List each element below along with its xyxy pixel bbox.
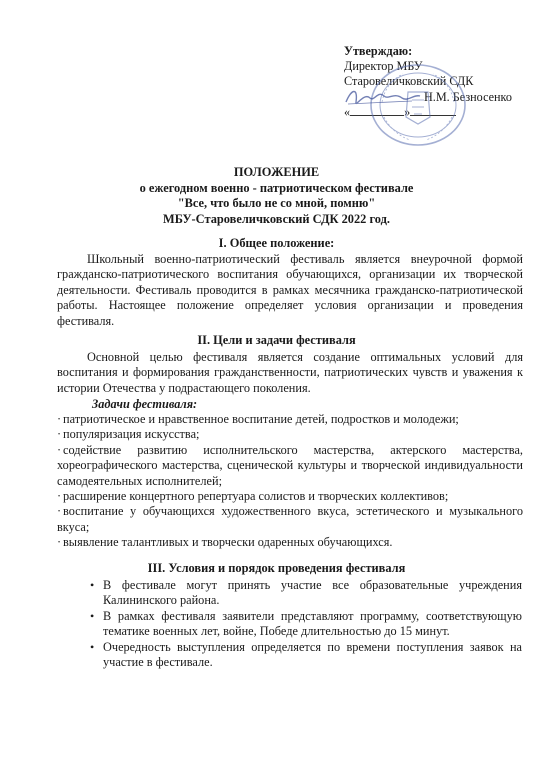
list-item: ·расширение концертного репертуара солис…	[57, 489, 449, 504]
list-item: ·популяризация искусства;	[57, 427, 200, 442]
list-item: ·выявление талантливых и творчески одаре…	[57, 535, 393, 550]
document-subtitle-2: "Все, что было не со мной, помню"	[177, 196, 376, 211]
task-text: содействие развитию исполнительского мас…	[57, 442, 523, 488]
list-item: ·воспитание у обучающихся художественног…	[57, 504, 523, 534]
section-3-title: III. Условия и порядок проведения фестив…	[147, 561, 406, 575]
section-1-title: I. Общее положение:	[218, 236, 335, 250]
bullet-icon: •	[90, 578, 95, 592]
condition-text: Очередность выступления определяется по …	[103, 639, 522, 670]
document-heading: ПОЛОЖЕНИЕ о ежегодном военно - патриотич…	[0, 165, 553, 227]
condition-text: В фестивале могут принять участие все об…	[103, 578, 522, 608]
conditions-list: • В фестивале могут принять участие все о…	[90, 578, 522, 670]
task-text: популяризация искусства;	[63, 427, 200, 442]
section-1-text: Школьный военно-патриотический фестиваль…	[57, 252, 523, 329]
section-2-paragraph: Основной целью фестиваля является создан…	[57, 350, 523, 395]
section-2-title: II. Цели и задачи фестиваля	[197, 333, 356, 347]
task-text: выявление талантливых и творчески одарен…	[63, 535, 393, 550]
list-item: ·содействие развитию исполнительского ма…	[57, 442, 523, 488]
approval-position: Директор МБУ	[344, 59, 423, 74]
approval-signer: Н.М. Безносенко	[424, 89, 512, 104]
list-item: • В фестивале могут принять участие все о…	[90, 578, 522, 609]
list-item: • В рамках фестиваля заявители представля…	[90, 609, 522, 640]
condition-text: В рамках фестиваля заявители представляю…	[103, 608, 522, 639]
task-text: воспитание у обучающихся художественного…	[57, 504, 523, 534]
bullet-icon: •	[90, 639, 95, 654]
approval-signer-line: Н.М. Безносенко	[344, 90, 512, 105]
document-subtitle-1: о ежегодном военно - патриотическом фест…	[139, 180, 414, 195]
handwritten-signature	[345, 90, 421, 105]
document-subtitle-3: МБУ-Старовеличковский СДК 2022 год.	[163, 211, 390, 226]
document-title: ПОЛОЖЕНИЕ	[233, 165, 320, 179]
date-quote-open: «	[344, 104, 351, 119]
task-text: патриотическое и нравственное воспитание…	[63, 412, 459, 426]
date-quote-close: »	[404, 104, 411, 119]
section-1-paragraph: Школьный военно-патриотический фестиваль…	[57, 252, 523, 328]
tasks-title: Задачи фестиваля:	[92, 397, 198, 411]
list-item: ·патриотическое и нравственное воспитани…	[57, 412, 459, 426]
task-text: расширение концертного репертуара солист…	[63, 489, 449, 504]
approval-date-line: «»	[344, 105, 512, 120]
tasks-list: ·патриотическое и нравственное воспитани…	[57, 412, 523, 551]
stamp-seal	[370, 64, 466, 146]
approval-title: Утверждаю:	[344, 44, 413, 58]
bullet-icon: •	[90, 608, 95, 623]
section-2-text: Основной целью фестиваля является создан…	[57, 350, 523, 396]
list-item: • Очередность выступления определяется по…	[90, 640, 522, 671]
